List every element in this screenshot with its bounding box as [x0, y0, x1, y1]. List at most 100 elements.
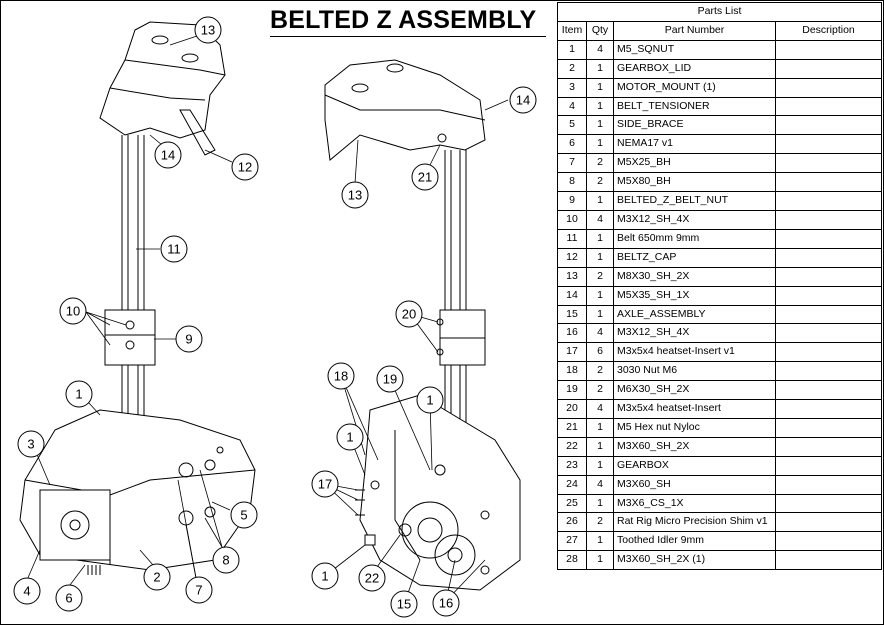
cell-qty: 1 [586, 247, 614, 268]
cell-description [774, 172, 883, 193]
callout-bubble: 19 [376, 365, 404, 393]
callout-bubble: 21 [411, 163, 439, 191]
callout-number: 17 [318, 477, 332, 492]
cell-qty: 4 [586, 39, 614, 60]
cell-part-number: M3X6_CS_1X [613, 493, 776, 514]
cell-qty: 1 [586, 58, 614, 79]
cell-description [774, 493, 883, 514]
cell-description [774, 380, 883, 401]
cell-description [774, 228, 883, 249]
callout-number: 22 [365, 571, 379, 586]
parts-list-table: Parts List Item Qty Part Number Descript… [556, 2, 883, 571]
cell-qty: 1 [586, 96, 614, 117]
cell-item: 21 [557, 417, 587, 438]
cell-item: 24 [557, 474, 587, 495]
cell-item: 7 [557, 153, 587, 174]
cell-item: 15 [557, 304, 587, 325]
callout-number: 14 [516, 93, 530, 108]
cell-description [774, 134, 883, 155]
callout-bubble: 1 [336, 423, 364, 451]
cell-qty: 1 [586, 285, 614, 306]
callout-number: 21 [418, 170, 432, 185]
cell-qty: 1 [586, 134, 614, 155]
cell-item: 18 [557, 361, 587, 382]
callout-number: 18 [334, 369, 348, 384]
header-description: Description [774, 20, 883, 41]
cell-part-number: Belt 650mm 9mm [613, 228, 776, 249]
callout-number: 13 [348, 188, 362, 203]
callout-bubble: 9 [175, 325, 203, 353]
header-qty: Qty [586, 20, 614, 41]
cell-item: 11 [557, 228, 587, 249]
cell-description [774, 153, 883, 174]
cell-part-number: M5 Hex nut Nyloc [613, 417, 776, 438]
cell-qty: 4 [586, 209, 614, 230]
cell-description [774, 115, 883, 136]
cell-item: 26 [557, 512, 587, 533]
callout-number: 1 [346, 430, 353, 445]
callout-number: 2 [153, 570, 160, 585]
callout-bubble: 2 [143, 563, 171, 591]
cell-description [774, 39, 883, 60]
cell-part-number: Rat Rig Micro Precision Shim v1 [613, 512, 776, 533]
callout-number: 5 [240, 508, 247, 523]
cell-description [774, 96, 883, 117]
cell-item: 19 [557, 380, 587, 401]
cell-description [774, 247, 883, 268]
callout-bubble: 20 [395, 300, 423, 328]
cell-description [774, 266, 883, 287]
cell-qty: 1 [586, 228, 614, 249]
callout-bubble: 1 [416, 386, 444, 414]
callout-bubble: 1 [65, 380, 93, 408]
callout-number: 8 [222, 553, 229, 568]
cell-qty: 1 [586, 115, 614, 136]
cell-qty: 4 [586, 399, 614, 419]
cell-description [774, 58, 883, 79]
callouts-left: 13 14 12 11 10 9 1 3 5 4 6 2 7 8 [13, 16, 259, 612]
cell-item: 28 [557, 550, 587, 571]
cell-qty: 1 [586, 550, 614, 571]
cell-description [774, 399, 883, 419]
cell-item: 10 [557, 209, 587, 230]
callout-number: 14 [161, 148, 175, 163]
cell-description [774, 304, 883, 325]
cell-part-number: M3X60_SH_2X [613, 436, 776, 457]
cell-qty: 4 [586, 474, 614, 495]
cell-part-number: SIDE_BRACE [613, 115, 776, 136]
cell-description [774, 285, 883, 306]
callout-bubble: 14 [154, 141, 182, 169]
cell-item: 8 [557, 172, 587, 193]
header-item: Item [557, 20, 587, 41]
cell-part-number: GEARBOX_LID [613, 58, 776, 79]
callout-bubble: 6 [55, 584, 83, 612]
cell-part-number: M5X25_BH [613, 153, 776, 174]
cell-qty: 2 [586, 172, 614, 193]
cell-qty: 6 [586, 342, 614, 363]
cell-item: 23 [557, 455, 587, 476]
cell-part-number: GEARBOX [613, 455, 776, 476]
left-isometric-view [19, 21, 256, 575]
callout-number: 16 [439, 596, 453, 611]
cell-item: 25 [557, 493, 587, 514]
callout-number: 3 [27, 437, 34, 452]
cell-description [774, 417, 883, 438]
cell-part-number: M5X80_BH [613, 172, 776, 193]
cell-qty: 1 [586, 436, 614, 457]
callout-bubble: 4 [13, 577, 41, 605]
callout-number: 1 [75, 387, 82, 402]
cell-qty: 2 [586, 361, 614, 382]
cell-part-number: NEMA17 v1 [613, 134, 776, 155]
drawing-title: BELTED Z ASSEMBLY [270, 6, 537, 34]
